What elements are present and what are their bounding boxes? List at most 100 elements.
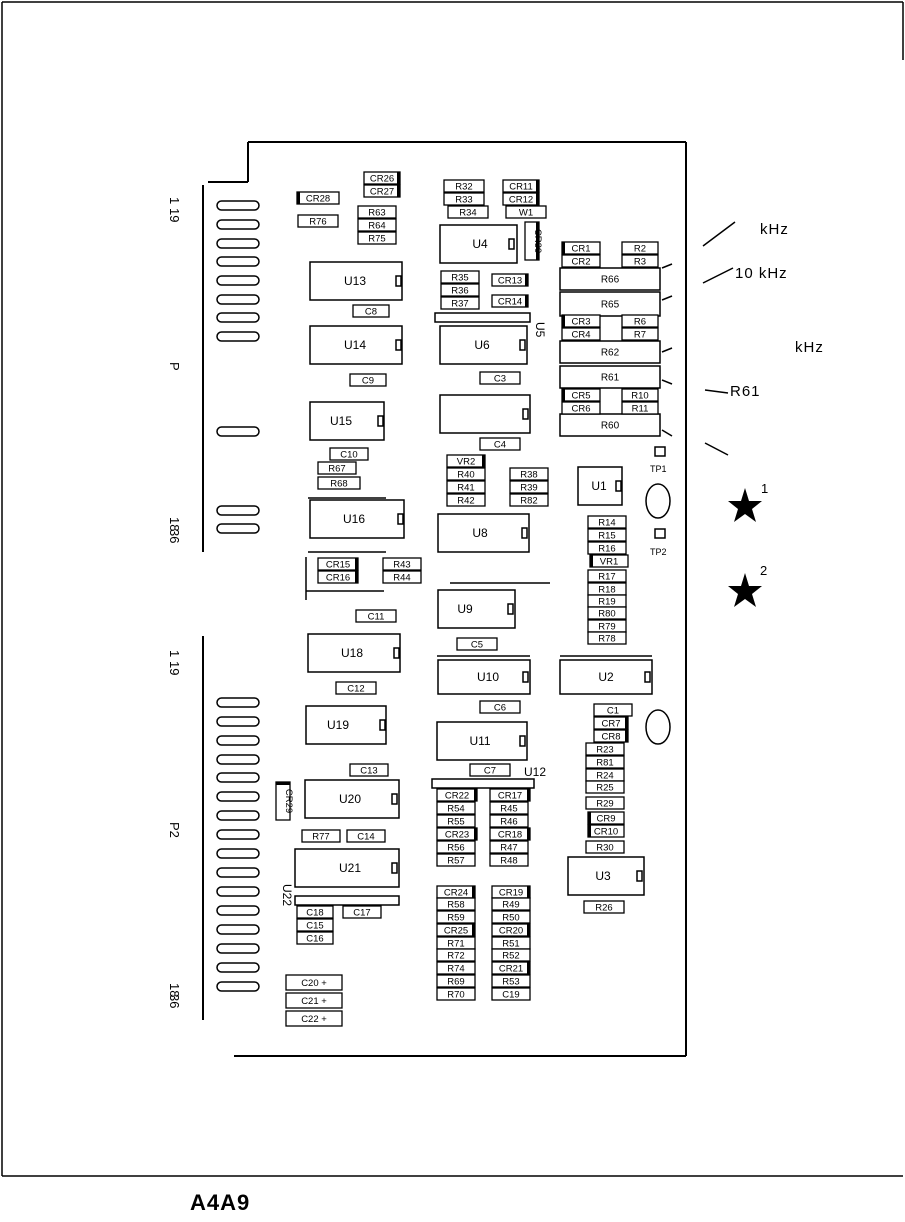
ic-U6: U6 <box>474 338 490 352</box>
component-r2: R2 <box>621 241 659 255</box>
component-label: R3 <box>634 257 646 268</box>
component-r32: R32 <box>443 179 485 193</box>
component-r82: R82 <box>509 493 549 507</box>
component-label: CR18 <box>498 830 522 841</box>
component-label: R67 <box>328 464 345 475</box>
component-label: R49 <box>502 900 519 911</box>
component-label: R30 <box>596 843 613 854</box>
component-c21: C21 + <box>285 992 343 1009</box>
component-label: R24 <box>596 771 613 782</box>
component-label: R63 <box>368 208 385 219</box>
component-r40: R40 <box>446 467 486 481</box>
component-label: R41 <box>457 483 474 494</box>
ic-U20: U20 <box>339 792 361 806</box>
component-cr29: CR29 <box>275 781 294 821</box>
component-r68: R68 <box>317 476 361 490</box>
component-r46: R46 <box>489 814 529 828</box>
component-label: C16 <box>306 934 323 945</box>
component-r77: R77 <box>301 829 341 843</box>
ic-U8: U8 <box>472 526 488 540</box>
component-label: R40 <box>457 470 474 481</box>
component-label: CR20 <box>499 926 523 937</box>
component-r80: R80 <box>587 606 627 620</box>
component-r65: R65 <box>601 300 620 311</box>
component-c16: C16 <box>296 931 334 945</box>
component-label: CR21 <box>499 964 523 975</box>
component-c5: C5 <box>456 637 498 651</box>
component-label: R57 <box>447 856 464 867</box>
component-r49: R49 <box>491 897 531 911</box>
component-c15: C15 <box>296 918 334 932</box>
component-cr17: CR17 <box>489 788 531 802</box>
component-c20: C20 + <box>285 974 343 991</box>
ic-U4: U4 <box>472 237 488 251</box>
component-r71: R71 <box>436 936 476 950</box>
component-r23: R23 <box>585 742 625 756</box>
component-r17: R17 <box>587 569 627 583</box>
component-r54: R54 <box>436 801 476 815</box>
component-label: R54 <box>447 804 464 815</box>
ic-U19: U19 <box>327 718 349 732</box>
star-icon-1 <box>728 488 762 522</box>
component-r29: R29 <box>585 796 625 810</box>
component-c19: C19 <box>491 987 531 1001</box>
component-c10: C10 <box>329 447 369 461</box>
ic-U21: U21 <box>339 861 361 875</box>
ic-U12: U12 <box>524 765 546 779</box>
component-label: VR2 <box>457 457 475 468</box>
component-cr16: CR16 <box>317 570 359 584</box>
component-r35: R35 <box>440 270 480 284</box>
component-c9: C9 <box>349 373 387 387</box>
component-w1: W1 <box>505 205 547 219</box>
component-c7: C7 <box>469 763 511 777</box>
ic-packages <box>294 224 653 896</box>
ic-U14: U14 <box>344 338 366 352</box>
connector-upper-pin-36: 36 <box>167 529 182 543</box>
component-cr12: CR12 <box>502 192 540 206</box>
component-label: CR28 <box>306 194 330 205</box>
component-label: R38 <box>520 470 537 481</box>
component-label: R39 <box>520 483 537 494</box>
component-label: CR23 <box>445 830 469 841</box>
component-cr25: CR25 <box>436 923 476 937</box>
component-r33: R33 <box>443 192 485 206</box>
connector-upper-pin-19: 19 <box>167 208 182 222</box>
star-1-label: 1 <box>761 481 769 496</box>
component-r69: R69 <box>436 974 476 988</box>
ic-U1: U1 <box>591 479 607 493</box>
component-label: R48 <box>500 856 517 867</box>
component-c3: C3 <box>479 371 521 385</box>
connector-lower-pins <box>216 697 260 992</box>
component-label: R7 <box>634 330 646 341</box>
component-label: R16 <box>598 544 615 555</box>
component-r66: R66 <box>601 275 620 286</box>
component-label: C17 <box>353 908 370 919</box>
component-label: R51 <box>502 939 519 950</box>
component-label: R72 <box>447 951 464 962</box>
component-label: R17 <box>598 572 615 583</box>
component-r61: R61 <box>601 373 620 384</box>
callout-khz-b: 10 kHz <box>735 265 788 282</box>
component-label: R25 <box>596 783 613 794</box>
component-label: R32 <box>455 182 472 193</box>
component-c13: C13 <box>349 763 389 777</box>
component-label: R56 <box>447 843 464 854</box>
component-label: CR9 <box>596 814 615 825</box>
component-label: R33 <box>455 195 472 206</box>
connector-upper-pin-18: 18 <box>167 517 182 531</box>
component-label: R64 <box>368 221 385 232</box>
component-r48: R48 <box>489 853 529 867</box>
star-icon-2 <box>728 573 762 607</box>
component-label: R50 <box>502 913 519 924</box>
component-label: CR1 <box>571 244 590 255</box>
component-c17: C17 <box>342 905 382 919</box>
component-label: R65 <box>601 300 620 311</box>
ic-U11: U11 <box>469 734 490 748</box>
component-label: R35 <box>451 273 468 284</box>
component-r47: R47 <box>489 840 529 854</box>
component-label: R58 <box>447 900 464 911</box>
ic-U2: U2 <box>598 670 614 684</box>
component-label: C7 <box>484 766 496 777</box>
component-cr10: CR10 <box>587 824 625 838</box>
component-cr28: CR28 <box>296 191 340 205</box>
